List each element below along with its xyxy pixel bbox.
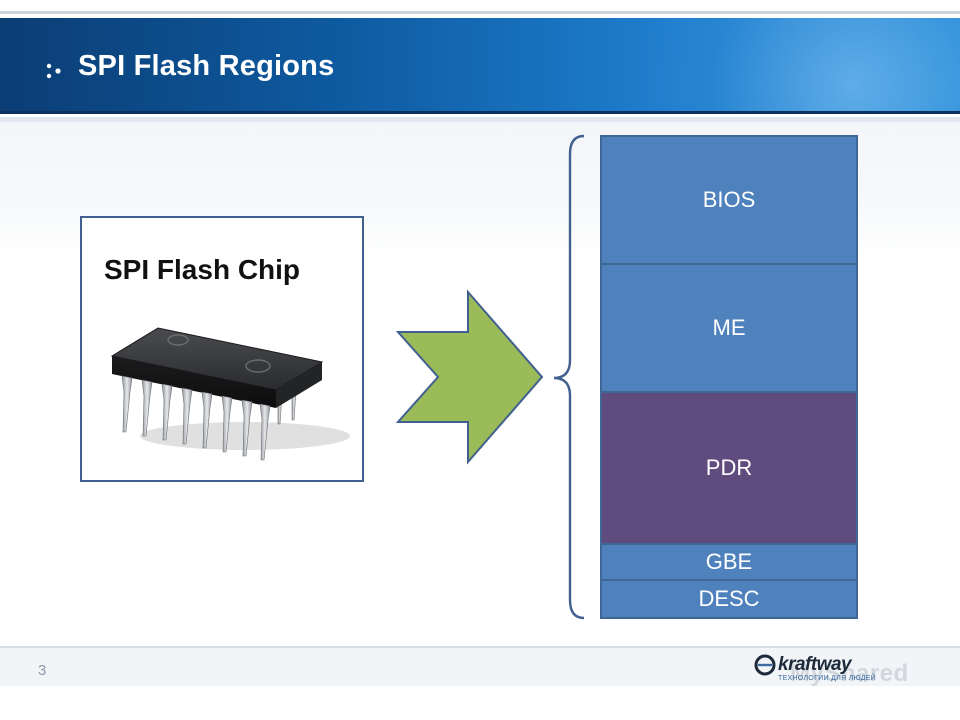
- brand-name: kraftway: [778, 654, 852, 675]
- region-pdr-label: PDR: [705, 455, 753, 480]
- chip-icon: [110, 327, 350, 461]
- watermark: MyShared: [790, 660, 909, 687]
- footer-divider: [0, 646, 960, 648]
- region-me-label: ME: [712, 315, 746, 340]
- region-gbe-label: GBE: [705, 549, 753, 574]
- brand-mark-icon: [754, 654, 776, 676]
- globe-decoration: [600, 18, 960, 114]
- region-bios-label: BIOS: [702, 187, 756, 212]
- slide-title: SPI Flash Regions: [78, 50, 335, 82]
- header-underline: [0, 117, 960, 122]
- top-strip: [0, 0, 960, 14]
- right-arrow: [395, 289, 544, 465]
- brand-tagline: ТЕХНОЛОГИИ ДЛЯ ЛЮДЕЙ: [778, 675, 877, 682]
- region-bios: BIOS: [600, 135, 858, 265]
- flash-regions: BIOS ME PDR GBE DESC: [600, 135, 858, 619]
- region-desc-label: DESC: [698, 586, 760, 611]
- chip-title: SPI Flash Chip: [104, 254, 301, 285]
- region-me: ME: [600, 263, 858, 393]
- region-gbe: GBE: [600, 543, 858, 581]
- page-number: 3: [38, 662, 47, 679]
- brand-logo: kraftway ТЕХНОЛОГИИ ДЛЯ ЛЮДЕЙ: [754, 652, 934, 688]
- region-pdr: PDR: [600, 391, 858, 545]
- chip-panel: SPI Flash Chip: [80, 216, 364, 482]
- slide-header: SPI Flash Regions: [0, 18, 960, 114]
- region-brace: [553, 134, 585, 620]
- footer: [0, 648, 960, 686]
- bullet-icon: [46, 63, 61, 79]
- region-desc: DESC: [600, 579, 858, 619]
